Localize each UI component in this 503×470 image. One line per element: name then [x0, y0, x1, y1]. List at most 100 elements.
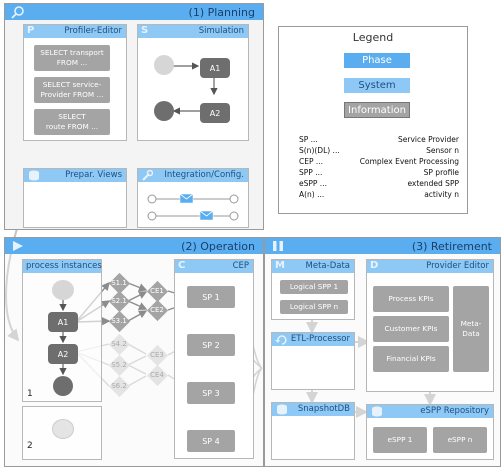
customer-kpis: Customer KPIs	[373, 316, 449, 342]
query-route-line2: route FROM ...	[45, 122, 99, 131]
espp-header: eSPP Repository	[367, 405, 493, 418]
query-transport-line1: SELECT transport	[40, 48, 104, 57]
refresh-icon	[275, 335, 287, 345]
meta-data-label: Meta-Data	[305, 261, 350, 271]
query-transport-line2: FROM ...	[56, 58, 88, 67]
cep-letter: C	[178, 260, 186, 271]
edge-s21-ce2	[127, 300, 148, 310]
process-flow	[59, 300, 67, 376]
sensor-s4-2-label: S4.2	[111, 340, 127, 348]
provider-meta-line1: Meta-	[460, 319, 482, 328]
profiler-editor-letter: P	[27, 25, 35, 36]
profiler-editor-label: Profiler-Editor	[64, 26, 122, 36]
legend-row: eSPP ... extended SPP	[299, 179, 459, 190]
process-instances-header: process instances	[23, 260, 102, 273]
search-icon	[11, 6, 24, 19]
planning-header: (1) Planning	[5, 4, 263, 20]
ce4-label: CE4	[150, 371, 164, 379]
provider-editor-header: D Provider Editor	[367, 260, 493, 273]
process-a2: A2	[48, 344, 78, 364]
edge-s11-ce1	[127, 282, 148, 292]
process-start-node	[52, 280, 74, 300]
ce1-label: CE1	[150, 287, 164, 295]
simulation-system: S Simulation A1 A2	[137, 24, 249, 141]
legend-desc: activity n	[424, 190, 459, 199]
provider-meta-line2: Data	[462, 329, 480, 338]
provider-editor-system: D Provider Editor Process KPIs Customer …	[366, 259, 494, 392]
etl-header: ETL-Processor	[272, 333, 354, 346]
simulation-flow	[172, 62, 218, 115]
simulation-label: Simulation	[198, 26, 244, 36]
process-end-node	[53, 376, 73, 396]
process-instance-2: 2	[22, 406, 102, 460]
simulation-end-node	[154, 101, 174, 121]
edge-s21-ce1	[127, 291, 148, 302]
instance-1-label: 1	[27, 389, 33, 399]
meta-data-letter: M	[275, 260, 285, 271]
simulation-a2: A2	[200, 103, 230, 123]
meta-data-system: M Meta-Data Logical SPP 1 Logical SPP n	[271, 259, 355, 320]
query-service-line1: SELECT service-	[42, 80, 102, 89]
sp-1: SP 1	[187, 286, 235, 308]
operation-title: (2) Operation	[181, 240, 255, 253]
process-instances-system: process instances A1 A2 1	[22, 259, 102, 402]
pause-icon	[273, 241, 283, 251]
legend-desc: extended SPP	[407, 179, 459, 188]
cep-header: C CEP	[175, 260, 253, 273]
query-service-line2: Provider FROM ...	[40, 90, 104, 99]
planning-title: (1) Planning	[188, 6, 255, 19]
espp-1: eSPP 1	[373, 427, 427, 453]
legend-phase: Phase	[344, 53, 410, 68]
meta-data-header: M Meta-Data	[272, 260, 354, 273]
prepar-views-header: Prepar. Views	[24, 169, 126, 182]
simulation-a1: A1	[200, 58, 230, 78]
financial-kpis: Financial KPIs	[373, 346, 449, 372]
process-kpis: Process KPIs	[373, 286, 449, 312]
logical-spp-1: Logical SPP 1	[280, 280, 348, 294]
legend-abbr: S(n)(DL) ...	[299, 146, 340, 155]
edge-s31-ce2	[127, 310, 148, 322]
legend-abbr: A(n) ...	[299, 190, 325, 199]
legend: Legend Phase System Information SP ...Se…	[278, 26, 468, 214]
integration-label: Integration/Config.	[164, 170, 244, 180]
prepar-views-system: Prepar. Views	[23, 168, 127, 228]
sp-3: SP 3	[187, 382, 235, 404]
legend-desc: Complex Event Processing	[359, 157, 459, 166]
simulation-letter: S	[141, 25, 149, 36]
legend-title: Legend	[352, 31, 394, 44]
profiler-editor-header: P Profiler-Editor	[24, 25, 126, 38]
cep-system: C CEP SP 1 SP 2 SP 3 SP 4	[174, 259, 254, 459]
play-icon	[13, 241, 23, 251]
operation-header: (2) Operation	[5, 238, 263, 254]
legend-desc: Service Provider	[398, 135, 459, 144]
instance-2-start-node	[52, 419, 74, 439]
edge-s52-ce3	[127, 355, 147, 366]
wrench-icon	[142, 170, 153, 181]
edge-s62-ce4	[127, 375, 147, 387]
database-icon	[372, 406, 382, 417]
simulation-header: S Simulation	[138, 25, 248, 38]
sp-2: SP 2	[187, 334, 235, 356]
legend-abbreviations: SP ...Service Provider S(n)(DL) ... Senso…	[299, 135, 459, 201]
process-instances-label: process instances	[26, 261, 102, 271]
integration-diagram	[147, 193, 239, 221]
ce2-label: CE2	[150, 306, 164, 314]
integration-system: Integration/Config.	[137, 168, 249, 228]
retirement-header: (3) Retirement	[265, 238, 500, 254]
etl-processor-system: ETL-Processor	[271, 332, 355, 390]
espp-n: eSPP n	[433, 427, 487, 453]
planning-phase: (1) Planning P Profiler-Editor SELECT tr…	[4, 3, 264, 230]
legend-row: SP ...Service Provider	[299, 135, 459, 146]
legend-system: System	[344, 78, 410, 93]
legend-desc: Sensor n	[426, 146, 459, 155]
provider-editor-letter: D	[370, 260, 379, 271]
instance-2-label: 2	[27, 441, 33, 451]
provider-editor-label: Provider Editor	[426, 261, 489, 271]
sensor-s1-1-label: S1.1	[111, 279, 127, 287]
legend-abbr: eSPP ...	[299, 179, 327, 188]
simulation-start-node	[154, 55, 174, 75]
espp-label: eSPP Repository	[420, 406, 489, 416]
prepar-views-label: Prepar. Views	[65, 170, 122, 180]
